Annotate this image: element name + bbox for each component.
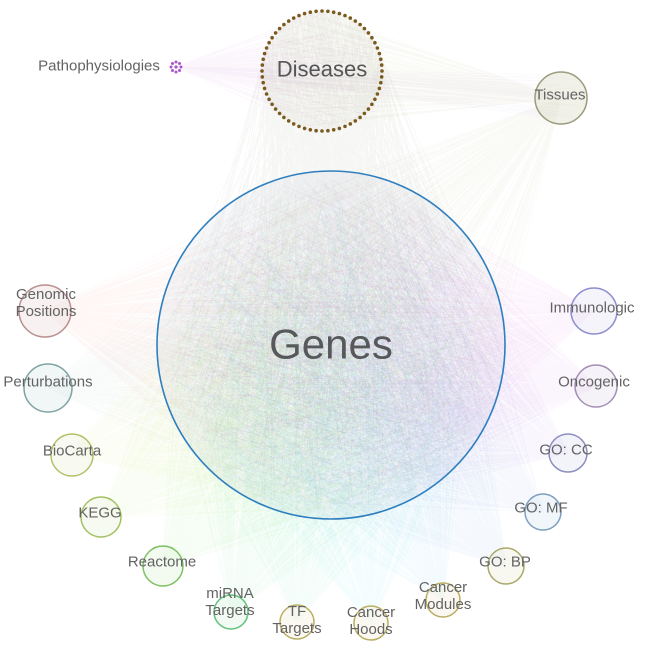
go-cc-node[interactable]: [548, 433, 588, 473]
immunologic-node[interactable]: [570, 287, 618, 335]
edge-bundle-tissues-diseases: [264, 14, 562, 127]
perturbations-node[interactable]: [23, 363, 73, 413]
pathophysiologies-node[interactable]: [169, 60, 183, 74]
diseases-node[interactable]: [260, 9, 384, 133]
edge-bundle-kegg-genes: [100, 183, 496, 518]
edge-bundle-tissues-genes: [183, 97, 562, 506]
cancer-modules-node[interactable]: [425, 582, 461, 618]
mirna-targets-node[interactable]: [213, 594, 249, 630]
edge-bundle-go-mf-genes: [165, 179, 544, 513]
cancer-hoods-node[interactable]: [353, 605, 389, 641]
biocarta-node[interactable]: [50, 433, 94, 477]
reactome-node[interactable]: [142, 545, 184, 587]
edge-bundle-immunologic-genes: [171, 179, 595, 504]
genomic-positions-node[interactable]: [18, 284, 72, 338]
edge-bundle-pathophysiologies-diseases: [175, 13, 376, 127]
edge-bundle-pathophysiologies-tissues: [175, 66, 583, 119]
go-bp-node[interactable]: [487, 547, 525, 585]
edge-bundle-genomic-positions-genes: [44, 183, 475, 515]
edge-bundle-go-bp-genes: [164, 185, 507, 567]
tf-targets-node[interactable]: [279, 604, 315, 640]
oncogenic-node[interactable]: [574, 364, 618, 408]
edge-bundle-go-cc-genes: [170, 179, 569, 507]
edge-bundle-cancer-hoods-genes: [175, 191, 497, 624]
edge-bundle-diseases-genes: [167, 10, 499, 511]
tissues-node[interactable]: [534, 71, 588, 125]
edge-bundle-tf-targets-genes: [167, 184, 491, 623]
edge-bundle-biocarta-genes: [71, 180, 499, 511]
kegg-node[interactable]: [80, 496, 122, 538]
edge-bundle-oncogenic-genes: [165, 179, 597, 512]
genes-node-fill: [157, 171, 505, 519]
genes-node[interactable]: [156, 170, 506, 520]
go-mf-node[interactable]: [524, 493, 562, 531]
